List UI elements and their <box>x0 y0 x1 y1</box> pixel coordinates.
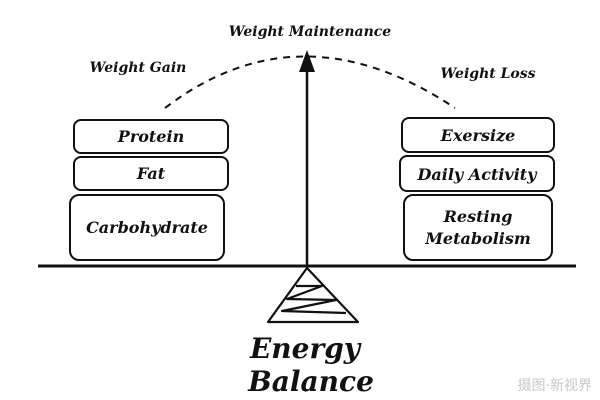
daily-activity-label: Daily Activity <box>417 165 539 184</box>
carbohydrate-label: Carbohydrate <box>86 218 208 237</box>
weight-maintenance-label: Weight Maintenance <box>229 24 392 40</box>
pointer-arrowhead <box>299 50 315 72</box>
weight-loss-label: Weight Loss <box>440 66 535 82</box>
fat-label: Fat <box>136 164 166 183</box>
resting-metabolism-box <box>403 194 553 261</box>
carbohydrate-box <box>69 194 225 261</box>
exersize-label: Exersize <box>440 126 516 145</box>
balance-title: Balance <box>247 365 374 398</box>
metabolism-label: Metabolism <box>424 229 531 248</box>
daily-activity-box <box>399 155 555 192</box>
watermark-text: 摄图·新视界 <box>518 378 592 394</box>
exersize-box <box>401 117 555 153</box>
energy-title: Energy <box>249 332 362 365</box>
fulcrum <box>266 266 360 324</box>
protein-box <box>73 119 229 154</box>
balance-arc <box>164 55 456 109</box>
weight-gain-label: Weight Gain <box>90 60 187 76</box>
fat-box <box>73 156 229 191</box>
resting-label: Resting <box>443 207 513 226</box>
protein-label: Protein <box>117 127 184 146</box>
